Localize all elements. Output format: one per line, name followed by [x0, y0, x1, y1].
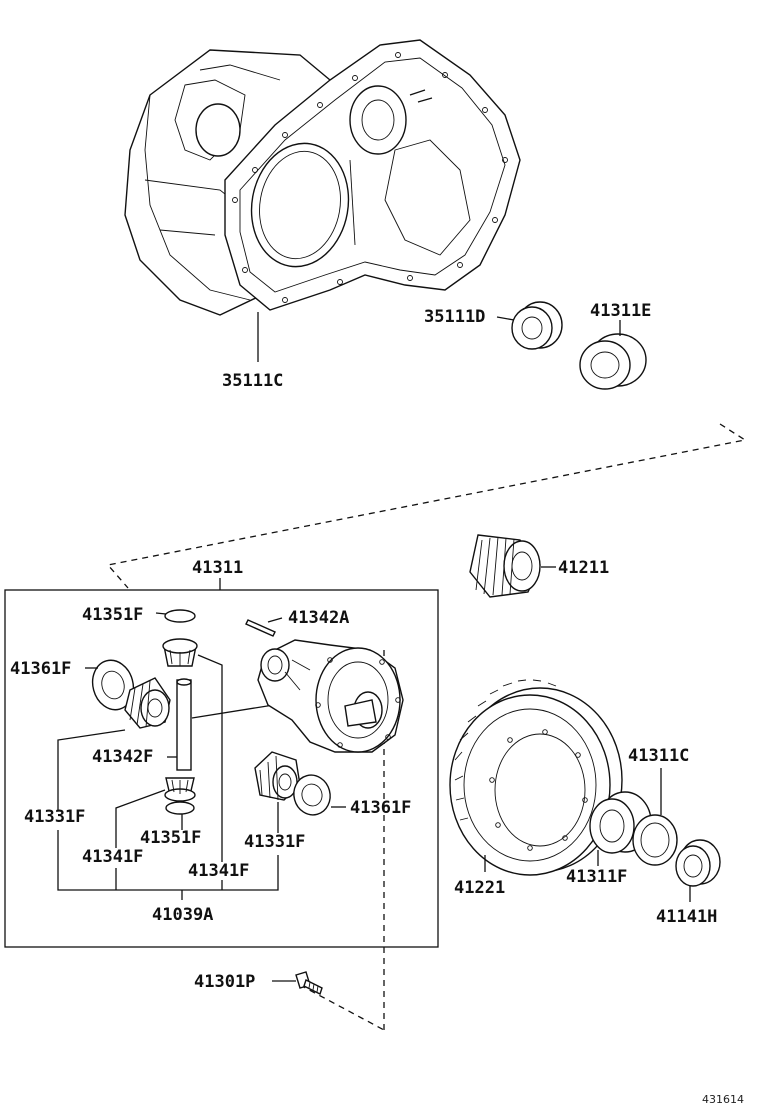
housing-bolt-holes	[232, 52, 508, 303]
label-41351F-bottom: 41351F	[140, 828, 201, 848]
shim-41141H	[675, 839, 721, 887]
pinion-shaft-end	[176, 678, 192, 686]
pin-41342A	[245, 619, 276, 637]
washer-41361F-right	[293, 774, 331, 816]
guide-line-bolt	[299, 984, 385, 1031]
label-41211: 41211	[558, 558, 609, 578]
transaxle-housing	[124, 39, 521, 316]
side-gear-41331F-left	[124, 677, 171, 729]
thrust-washer-41351F-top	[164, 609, 196, 623]
thrust-washer-41351F-bottom	[165, 801, 195, 815]
label-41039A: 41039A	[152, 905, 213, 925]
leader-41341F-left	[115, 789, 166, 848]
label-41141H: 41141H	[656, 907, 717, 927]
label-41311C: 41311C	[628, 746, 689, 766]
diagram-reference-number: 431614	[702, 1093, 744, 1106]
pinion-gear-top	[162, 638, 198, 667]
leader-41351F-top	[155, 612, 167, 615]
differential-case	[257, 639, 404, 753]
label-41331F-right: 41331F	[244, 832, 305, 852]
pinion-shaft-41342F	[176, 679, 192, 771]
pinion-gear-41211	[469, 534, 541, 598]
washer-41361F-left	[91, 659, 135, 711]
bolt-41301P	[295, 971, 323, 995]
leader-41342A	[267, 617, 283, 623]
oil-seal-35111D	[511, 301, 563, 350]
label-35111C: 35111C	[222, 371, 283, 391]
label-35111D: 35111D	[424, 307, 485, 327]
leader-41341F-right	[197, 654, 223, 862]
label-41361F-left: 41361F	[10, 659, 71, 679]
leader-41331F-left	[57, 729, 126, 810]
differential-assembly-frame	[4, 589, 439, 948]
label-41351F-top: 41351F	[82, 605, 143, 625]
label-41361F-right: 41361F	[350, 798, 411, 818]
pinion-gear-bottom	[164, 777, 196, 802]
ring-gear-41221	[449, 679, 623, 876]
label-41342A: 41342A	[288, 608, 349, 628]
label-41331F-left: 41331F	[24, 807, 85, 827]
label-41342F: 41342F	[92, 747, 153, 767]
shim-41311C	[632, 814, 678, 866]
label-41311: 41311	[192, 558, 243, 578]
label-41341F-left: 41341F	[82, 847, 143, 867]
bearing-41311E	[579, 333, 647, 390]
label-41221: 41221	[454, 878, 505, 898]
label-41341F-right: 41341F	[188, 861, 249, 881]
bracket-41039A	[57, 830, 279, 891]
label-41311F: 41311F	[566, 867, 627, 887]
label-41311E: 41311E	[590, 301, 651, 321]
guide-line-upper	[106, 423, 747, 589]
leader-35111D	[496, 316, 515, 321]
label-41301P: 41301P	[194, 972, 255, 992]
